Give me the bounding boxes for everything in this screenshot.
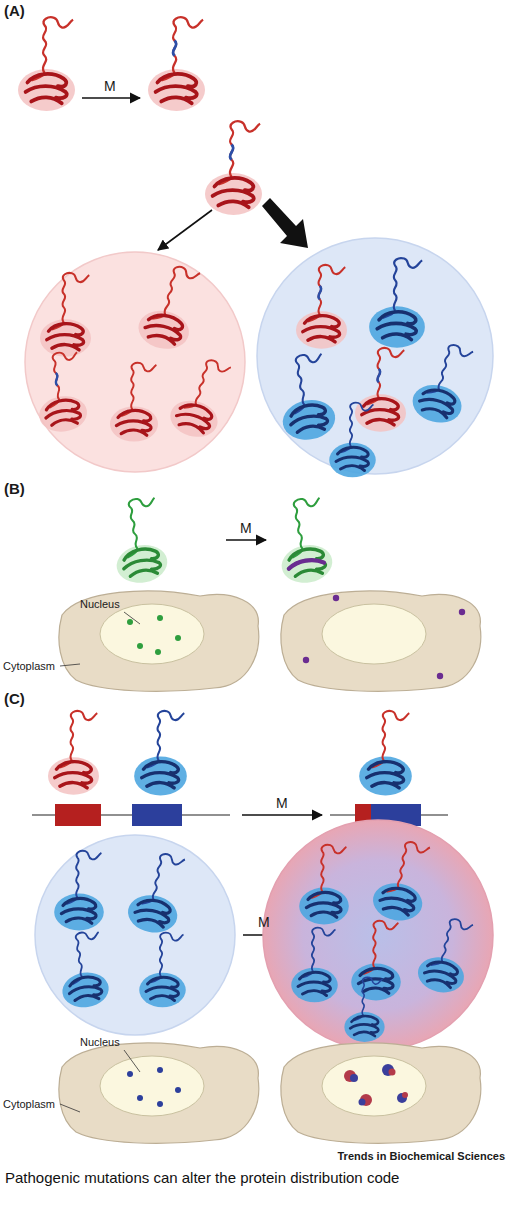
protein (134, 711, 187, 796)
leader-line (124, 612, 140, 624)
strong-arrow (262, 198, 308, 248)
leader-line (60, 1104, 80, 1112)
gene-exon (55, 804, 101, 826)
panel-b-art (59, 495, 481, 691)
protein (415, 914, 476, 997)
panel-c-art (32, 711, 493, 1143)
leader-line (60, 664, 80, 666)
protein (18, 17, 75, 111)
nucleus (100, 1056, 204, 1116)
condensate (257, 238, 493, 474)
gene-exon (132, 804, 182, 826)
mutation-label: M (276, 795, 288, 811)
mutation-arrow (226, 539, 266, 541)
condensate (35, 835, 235, 1035)
mutation-label: M (258, 914, 270, 930)
nucleus (322, 1056, 426, 1116)
protein (55, 930, 111, 1010)
mutant-protein (296, 265, 347, 349)
protein (139, 933, 186, 1008)
panel-letter: (A) (4, 2, 25, 19)
protein (54, 851, 104, 931)
protein (135, 261, 202, 354)
mutant-protein (148, 17, 205, 111)
condensate (25, 252, 245, 472)
protein (272, 351, 339, 443)
compartment-label: Cytoplasm (3, 660, 55, 673)
protein (106, 495, 171, 586)
mutation-arrow (242, 814, 322, 816)
mutant-protein (31, 350, 90, 435)
fusion-protein (370, 837, 433, 924)
protein (166, 353, 233, 442)
weak-arrow (158, 210, 212, 250)
nucleus (322, 604, 426, 664)
panel-letter: (C) (4, 690, 25, 707)
leader-line (124, 1050, 140, 1072)
protein (291, 928, 338, 1003)
protein (110, 363, 158, 442)
fusion-protein (299, 845, 349, 925)
mixed-foci (344, 1064, 408, 1106)
protein (344, 977, 384, 1042)
panel-letter: (B) (4, 480, 25, 497)
cell (281, 1043, 481, 1143)
panel-a-art (18, 17, 493, 477)
protein (40, 273, 91, 357)
mutation-label: M (104, 78, 116, 94)
compartment-label: Nucleus (80, 1036, 120, 1049)
cell (281, 591, 481, 691)
cell (59, 591, 259, 691)
mutant-protein (271, 495, 336, 586)
nucleus (100, 604, 204, 664)
cell (59, 1043, 259, 1143)
protein (329, 403, 376, 478)
protein (369, 258, 425, 348)
cytoplasmic-foci (303, 595, 465, 679)
protein (125, 849, 188, 936)
compartment-label: Nucleus (80, 598, 120, 611)
mutation-label: M (240, 520, 252, 536)
nuclear-foci (127, 1067, 181, 1107)
journal-credit: Trends in Biochemical Sciences (337, 1150, 505, 1163)
mutation-arrow (82, 97, 140, 99)
mutant-protein (355, 348, 406, 432)
compartment-label: Cytoplasm (3, 1098, 55, 1111)
fusion-protein (359, 711, 412, 796)
nuclear-foci (127, 615, 181, 655)
protein (48, 711, 99, 795)
fusion-protein (351, 921, 401, 1001)
condensate (263, 820, 493, 1050)
protein (409, 338, 476, 427)
mutant-protein (205, 121, 262, 215)
figure-caption: Pathogenic mutations can alter the prote… (5, 1168, 425, 1188)
